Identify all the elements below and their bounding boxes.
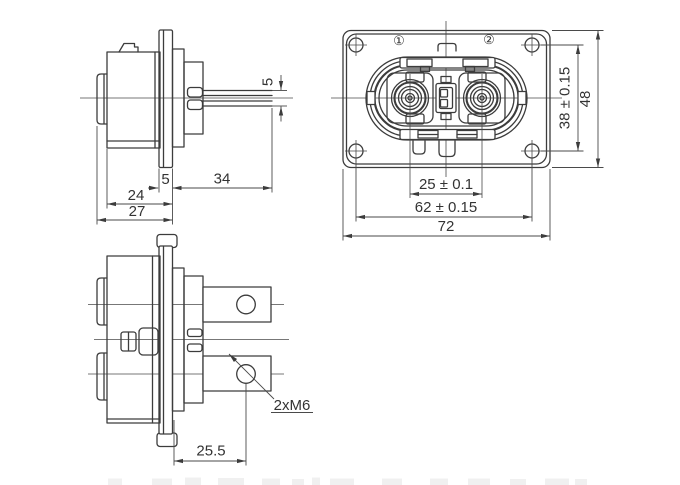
wire-seal-cap-1 (96, 277, 108, 326)
busbar-2 (202, 355, 272, 392)
flange-plate-2 (158, 245, 174, 435)
dim-hole-pitch-v: 38 ± 0.15 (541, 44, 584, 152)
busbar-1 (202, 286, 272, 323)
dim-hole-pitch-h: 62 ± 0.15 (355, 158, 533, 222)
dim-wire-width: 5 (260, 75, 287, 122)
dim-text-62: 62 ± 0.15 (415, 199, 477, 216)
dim-text-25: 25 ± 0.1 (419, 176, 473, 193)
dim-overall-depth: 27 (96, 126, 173, 225)
hvil-contact (435, 75, 457, 121)
dim-terminal-pitch: 25 ± 0.1 (409, 176, 483, 197)
dim-text-flange: 5 (161, 171, 169, 188)
wire-seal-cap (96, 73, 108, 125)
top-tab (437, 42, 457, 52)
dim-text-38: 38 ± 0.15 (557, 67, 574, 129)
cropped-caption-row (108, 477, 587, 485)
dim-overall-height: 48 (552, 30, 604, 168)
side-view: 5 5 34 24 27 (80, 29, 293, 225)
dim-text-27: 27 (129, 203, 146, 220)
dim-text-255: 25.5 (196, 443, 225, 460)
dim-text-24: 24 (128, 187, 145, 204)
rear-boss (183, 61, 204, 135)
connector-body-2 (106, 255, 161, 424)
connector-body (106, 51, 161, 149)
mounting-flange (342, 29, 551, 169)
bottom-tab-center (438, 140, 456, 158)
flange-plate (158, 29, 174, 169)
bottom-side-view: 2xM6 25.5 (88, 233, 313, 466)
latch-bump (118, 42, 139, 53)
pin-bottom (186, 99, 204, 111)
terminal-2-balloon: ② (483, 32, 495, 47)
rear-boss-2 (183, 275, 204, 404)
terminal-2 (458, 71, 506, 198)
pin-top (186, 86, 204, 98)
terminal-1-balloon: ① (393, 33, 405, 48)
hvil-pin-1 (186, 328, 203, 338)
front-view: ① ② (331, 21, 604, 241)
dim-text-48: 48 (577, 91, 594, 108)
dim-hole-offset: 25.5 (173, 384, 247, 466)
thread-callout: 2xM6 (228, 353, 313, 414)
dim-text-2xм6: 2xM6 (274, 397, 311, 414)
dim-tail-length: 34 (172, 108, 273, 193)
latch-housing (138, 327, 159, 356)
dim-overall-width: 72 (342, 169, 551, 241)
hvil-pin-2 (186, 343, 203, 353)
dim-text-34: 34 (214, 171, 231, 188)
dim-body-depth: 24 (106, 149, 173, 225)
dim-flange-thickness: 5 (148, 168, 170, 193)
terminal-1 (386, 71, 434, 198)
dim-text-72: 72 (438, 218, 455, 235)
wire-seal-cap-2 (96, 352, 108, 401)
bottom-tab-small (412, 140, 426, 155)
dim-text-wire-width: 5 (260, 78, 277, 86)
key-slots (366, 56, 527, 141)
